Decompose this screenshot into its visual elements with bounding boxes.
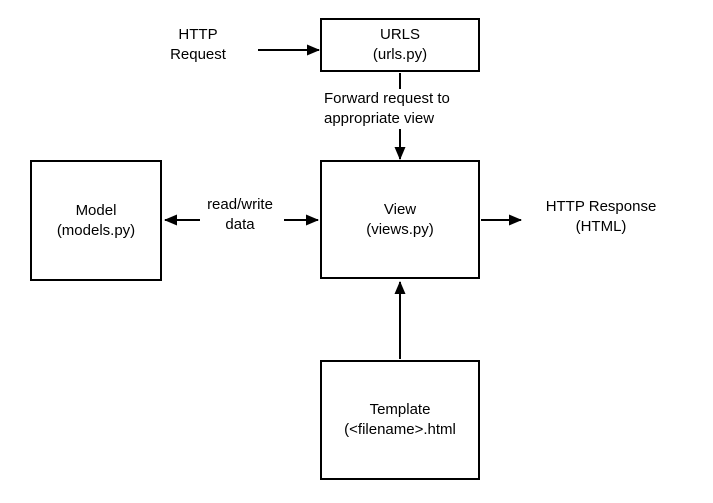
http-request-label-line1: HTTP	[178, 26, 218, 43]
model-box-subtitle: (models.py)	[56, 221, 136, 239]
forward-request-label-line1: Forward request to	[324, 90, 450, 107]
http-request-label-line2: Request	[170, 46, 226, 63]
forward-request-label: Forward request to appropriate view	[322, 89, 452, 129]
http-response-label-line2: (HTML)	[575, 218, 627, 235]
read-write-data-label: read/write data	[193, 195, 287, 235]
http-request-label: HTTP Request	[150, 25, 246, 65]
read-write-data-label-line1: read/write	[207, 196, 273, 213]
view-box: View (views.py)	[320, 160, 480, 279]
urls-box-subtitle: (urls.py)	[372, 46, 428, 63]
read-write-data-label-line2: data	[225, 216, 255, 233]
view-box-title: View	[383, 200, 417, 218]
template-box-subtitle: (<filename>.html	[344, 421, 456, 438]
model-box: Model (models.py)	[30, 160, 162, 281]
view-box-subtitle: (views.py)	[366, 220, 434, 238]
urls-box-title: URLS	[379, 26, 420, 43]
urls-box: URLS (urls.py)	[320, 18, 480, 72]
http-response-label: HTTP Response (HTML)	[528, 197, 674, 237]
template-box: Template (<filename>.html	[320, 360, 480, 480]
http-response-label-line1: HTTP Response	[545, 198, 657, 215]
model-box-title: Model	[75, 201, 117, 219]
template-box-title: Template	[369, 401, 431, 418]
forward-request-label-line2: appropriate view	[324, 110, 435, 127]
